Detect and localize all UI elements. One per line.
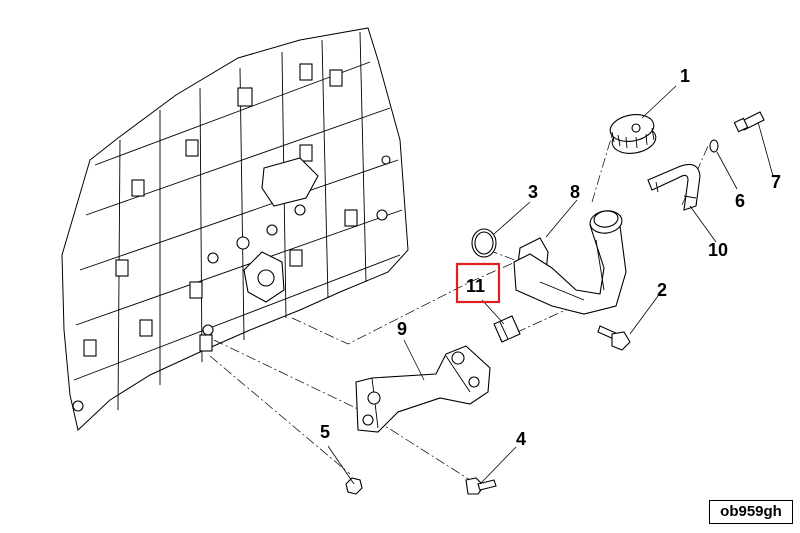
- callout-8[interactable]: 8: [570, 182, 580, 202]
- bleed-fitting: [733, 111, 765, 133]
- callout-7[interactable]: 7: [771, 172, 781, 192]
- callout-1[interactable]: 1: [680, 66, 690, 86]
- callout-11-highlight-box: [455, 262, 501, 304]
- callout-5[interactable]: 5: [320, 422, 330, 442]
- filler-cap: [609, 114, 657, 154]
- bolt-4: [465, 477, 497, 495]
- callout-2[interactable]: 2: [657, 280, 667, 300]
- callout-9[interactable]: 9: [397, 319, 407, 339]
- engine-block: [61, 27, 409, 431]
- callout-10[interactable]: 10: [708, 240, 728, 260]
- mounting-bracket: [355, 345, 491, 433]
- bolt-2: [597, 325, 631, 351]
- callout-3[interactable]: 3: [528, 182, 538, 202]
- callout-4[interactable]: 4: [516, 429, 526, 449]
- flange-nut: [345, 477, 363, 495]
- o-ring: [471, 228, 497, 258]
- sleeve-spacer: [493, 315, 521, 343]
- callout-labels: 1 2 3 4 5 6 7 8 9 10 11: [320, 66, 781, 449]
- block-bosses: [72, 63, 391, 412]
- hose: [647, 163, 701, 211]
- block-bracket-boss: [261, 157, 319, 207]
- fill-neck-housing: [513, 210, 627, 315]
- callout-11[interactable]: 11: [466, 276, 485, 296]
- drawing-code-label: ob959gh: [709, 500, 793, 524]
- callout-6[interactable]: 6: [735, 191, 745, 211]
- leader-lines: [327, 85, 774, 485]
- seal-washer: [709, 139, 719, 153]
